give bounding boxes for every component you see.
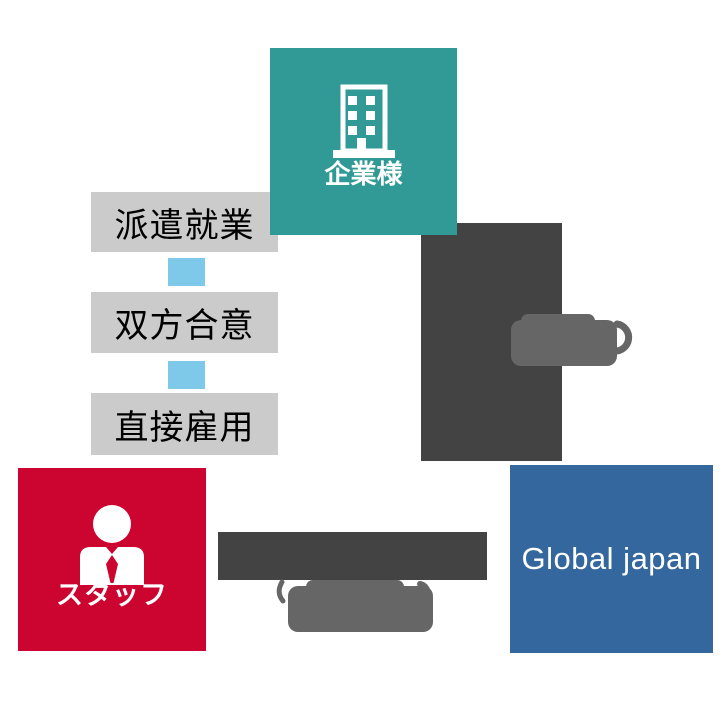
process-step-mutual-agreement: 双方合意	[91, 292, 278, 353]
staff-card: スタッフ	[18, 468, 206, 651]
process-step-dispatch-work: 派遣就業	[91, 192, 278, 252]
staff-label: スタッフ	[56, 580, 168, 610]
step-connector-icon	[168, 361, 205, 389]
building-icon	[332, 84, 395, 158]
company-card: 企業様	[270, 48, 457, 235]
obscured-text-blob-right	[511, 314, 633, 366]
step-label: 派遣就業	[114, 206, 255, 245]
step-label: 直接雇用	[114, 408, 255, 447]
process-step-direct-employment: 直接雇用	[91, 393, 278, 455]
agency-label: Global japan	[521, 541, 702, 576]
step-label: 双方合意	[114, 307, 255, 345]
company-label: 企業様	[324, 159, 403, 189]
person-icon	[80, 505, 144, 585]
agency-card: Global japan	[510, 465, 713, 653]
obscured-text-blob-bottom	[276, 579, 433, 632]
step-connector-icon	[168, 258, 205, 286]
staff-agency-relation-bar	[218, 532, 487, 580]
